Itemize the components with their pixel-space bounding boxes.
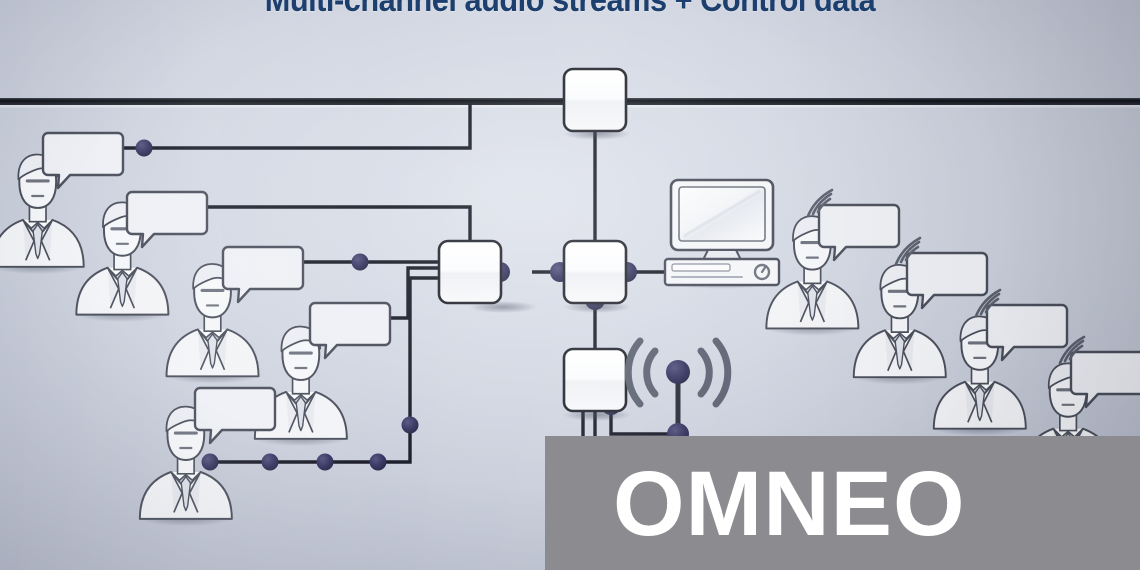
participant-3[interactable] [161,245,305,385]
wifi-arcs-right [697,337,732,408]
wireless-participant-3[interactable] [929,288,1069,438]
workstation-pc[interactable] [660,178,784,289]
wireless-participant-1[interactable] [761,188,901,337]
omneo-wordmark: OMNEO [613,453,966,555]
switch-top[interactable] [562,67,631,140]
page-title: Multi-channel audio streams + Control da… [40,0,1100,19]
wifi-arcs-left [624,337,659,408]
participant-1[interactable] [0,131,125,276]
switch-bottom[interactable] [562,347,631,421]
omneo-logo-panel: OMNEO [545,436,1140,570]
wireless-access-point[interactable] [624,337,732,445]
switch-left[interactable] [437,239,537,313]
participant-2[interactable] [71,190,209,324]
switch-center[interactable] [562,239,631,313]
